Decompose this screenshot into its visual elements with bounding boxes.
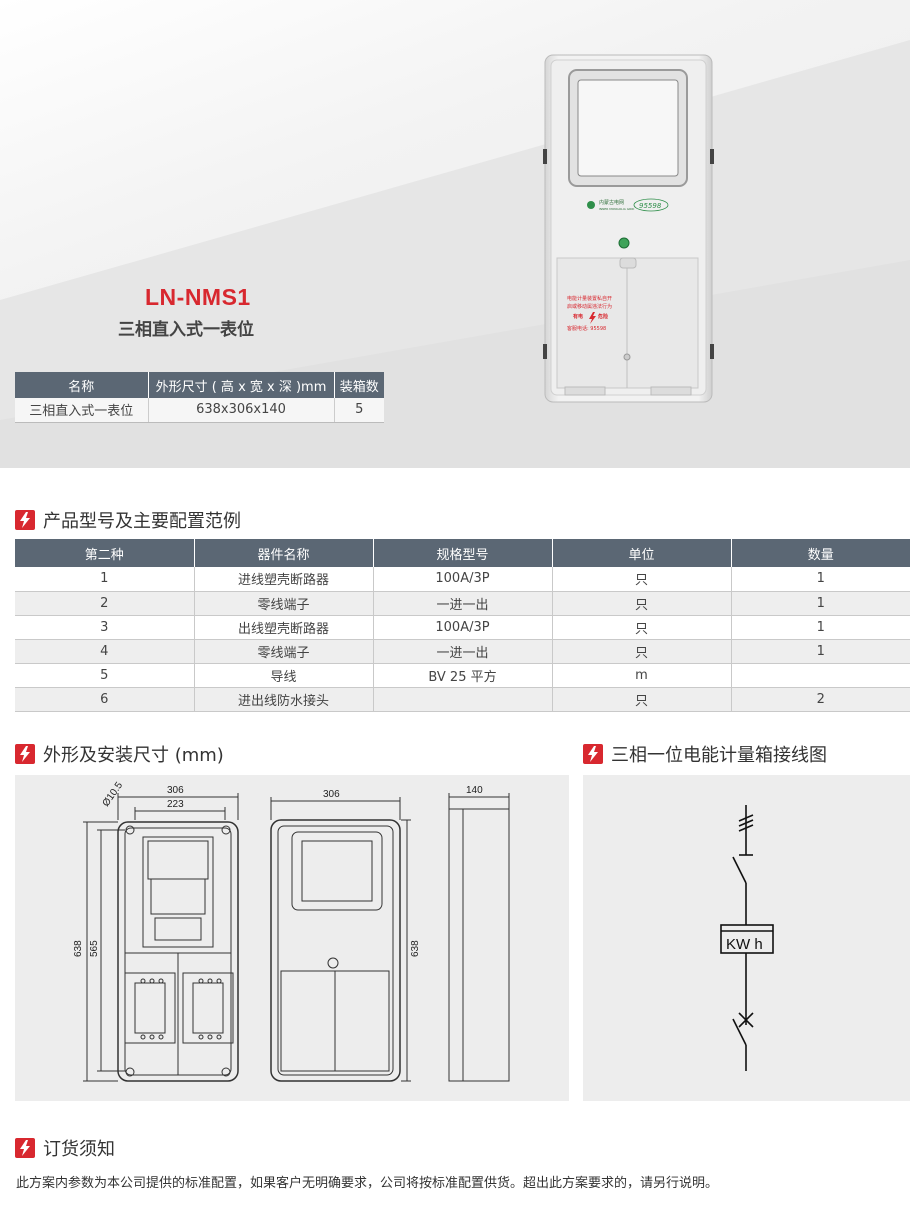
- meter-label: KW h: [726, 936, 763, 953]
- lightning-icon: [15, 744, 35, 764]
- product-danger: 有电: [573, 313, 583, 320]
- table-row: 6 进出线防水接头 只 2: [15, 687, 910, 712]
- dim-hole: Ø10.5: [101, 780, 126, 809]
- dimension-drawing-panel: 306 223 Ø10.5 638 565 306 638 140: [15, 775, 569, 1101]
- wiring-diagram-panel: KW h: [583, 775, 910, 1101]
- cell: 2: [15, 591, 195, 616]
- order-title-text: 订货须知: [43, 1139, 115, 1160]
- cell: 一进一出: [373, 591, 553, 616]
- table-row: 1 进线塑壳断路器 100A/3P 只 1: [15, 567, 910, 592]
- config-header-1: 器件名称: [194, 539, 374, 567]
- cell: 1: [15, 567, 195, 592]
- cell: 进出线防水接头: [194, 687, 374, 712]
- dim-front-width: 306: [323, 789, 340, 800]
- product-hotline-logo: 95598: [639, 202, 662, 210]
- spec-cell-name: 三相直入式一表位: [15, 398, 149, 423]
- cell: 1: [731, 567, 910, 592]
- config-header-0: 第二种: [15, 539, 195, 567]
- dim-height-outer: 638: [73, 940, 84, 957]
- cell: 3: [15, 615, 195, 640]
- cell: 导线: [194, 663, 374, 688]
- product-brand: 内蒙古电网: [599, 199, 624, 206]
- config-header-4: 数量: [731, 539, 910, 567]
- wiring-section-title: 三相一位电能计量箱接线图: [583, 741, 827, 767]
- table-row: 3 出线塑壳断路器 100A/3P 只 1: [15, 615, 910, 640]
- dims-section-title: 外形及安装尺寸 (mm): [15, 741, 224, 767]
- cell: [373, 687, 553, 712]
- config-table: 第二种 器件名称 规格型号 单位 数量 1 进线塑壳断路器 100A/3P 只 …: [15, 539, 910, 712]
- product-image: 内蒙古电网 INNER MONGOLIA GRID 95598 电能计量装置私自…: [543, 54, 714, 403]
- cell: 100A/3P: [373, 567, 553, 592]
- cell: 零线端子: [194, 639, 374, 664]
- cell: 1: [731, 639, 910, 664]
- cell: 只: [552, 567, 732, 592]
- dimension-drawing: 306 223 Ø10.5 638 565 306 638 140: [73, 780, 510, 1082]
- spec-header-qty: 装箱数: [334, 372, 384, 398]
- product-brand-en: INNER MONGOLIA GRID: [599, 207, 635, 211]
- cell: 6: [15, 687, 195, 712]
- cell: [731, 663, 910, 688]
- cell: 进线塑壳断路器: [194, 567, 374, 592]
- spec-cell-qty: 5: [334, 398, 384, 423]
- cell: 只: [552, 591, 732, 616]
- config-header-row: 第二种 器件名称 规格型号 单位 数量: [15, 539, 910, 567]
- product-danger-2: 危险: [597, 313, 609, 320]
- dim-width-mount: 223: [167, 799, 184, 810]
- lightning-icon: [15, 1138, 35, 1158]
- cell: 只: [552, 687, 732, 712]
- cell: 零线端子: [194, 591, 374, 616]
- cell: BV 25 平方: [373, 663, 553, 688]
- cell: 5: [15, 663, 195, 688]
- cell: 只: [552, 615, 732, 640]
- dim-width-outer: 306: [167, 785, 184, 796]
- dim-height-mount: 565: [89, 940, 100, 957]
- product-warning-2: 启或移动属违法行为: [567, 303, 612, 310]
- cell: 1: [731, 615, 910, 640]
- spec-header-row: 名称 外形尺寸 ( 高 x 宽 x 深 )mm 装箱数: [15, 372, 384, 398]
- lightning-icon: [15, 510, 35, 530]
- cell: 一进一出: [373, 639, 553, 664]
- spec-header-name: 名称: [15, 372, 149, 398]
- dim-depth: 140: [466, 785, 483, 796]
- config-section-title: 产品型号及主要配置范例: [15, 507, 241, 533]
- cell: 100A/3P: [373, 615, 553, 640]
- dim-front-height: 638: [410, 940, 421, 957]
- spec-cell-size: 638x306x140: [148, 398, 335, 423]
- order-notice: 此方案内参数为本公司提供的标准配置，如果客户无明确要求，公司将按标准配置供货。超…: [16, 1176, 719, 1191]
- spec-row: 三相直入式一表位 638x306x140 5: [15, 398, 384, 423]
- table-row: 4 零线端子 一进一出 只 1: [15, 639, 910, 664]
- hero-banner: LN-NMS1 三相直入式一表位 名称 外形尺寸 ( 高 x 宽 x 深 )mm…: [0, 0, 910, 468]
- product-model: LN-NMS1: [145, 284, 251, 310]
- cell: 4: [15, 639, 195, 664]
- product-warning-1: 电能计量装置私自开: [567, 295, 612, 302]
- config-header-2: 规格型号: [373, 539, 553, 567]
- spec-table: 名称 外形尺寸 ( 高 x 宽 x 深 )mm 装箱数 三相直入式一表位 638…: [15, 372, 384, 423]
- cell: m: [552, 663, 732, 688]
- spec-header-size: 外形尺寸 ( 高 x 宽 x 深 )mm: [148, 372, 335, 398]
- table-row: 5 导线 BV 25 平方 m: [15, 663, 910, 688]
- wiring-title-text: 三相一位电能计量箱接线图: [611, 745, 827, 766]
- cell: 2: [731, 687, 910, 712]
- table-row: 2 零线端子 一进一出 只 1: [15, 591, 910, 616]
- config-header-3: 单位: [552, 539, 732, 567]
- wiring-diagram: KW h: [720, 805, 774, 1071]
- cell: 1: [731, 591, 910, 616]
- order-section-title: 订货须知: [15, 1135, 115, 1161]
- cell: 只: [552, 639, 732, 664]
- config-title-text: 产品型号及主要配置范例: [43, 511, 241, 532]
- dims-title-text: 外形及安装尺寸 (mm): [43, 745, 224, 766]
- lightning-icon: [583, 744, 603, 764]
- product-service: 客服电话: 95598: [567, 325, 606, 332]
- cell: 出线塑壳断路器: [194, 615, 374, 640]
- product-subtitle: 三相直入式一表位: [118, 320, 254, 340]
